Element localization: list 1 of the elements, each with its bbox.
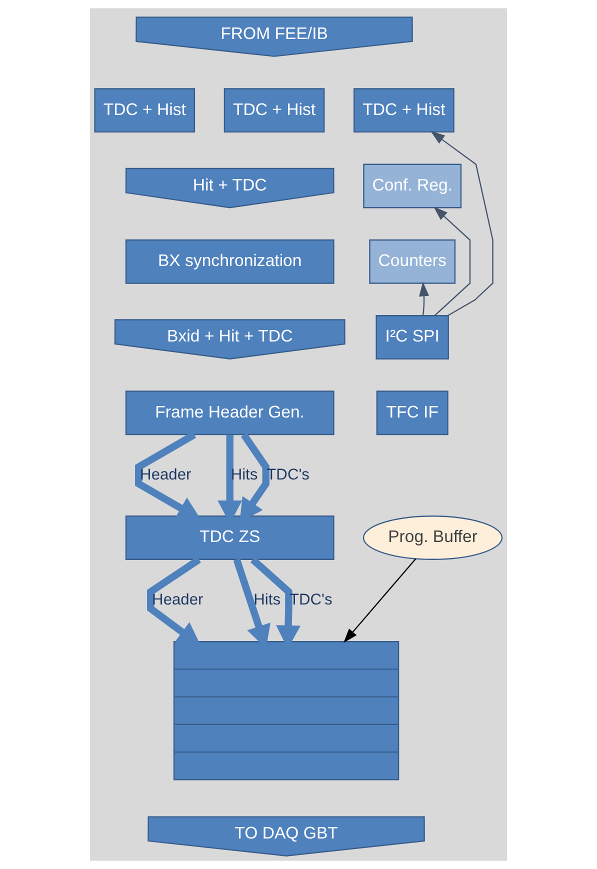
edge-label: Hits [254,591,281,608]
